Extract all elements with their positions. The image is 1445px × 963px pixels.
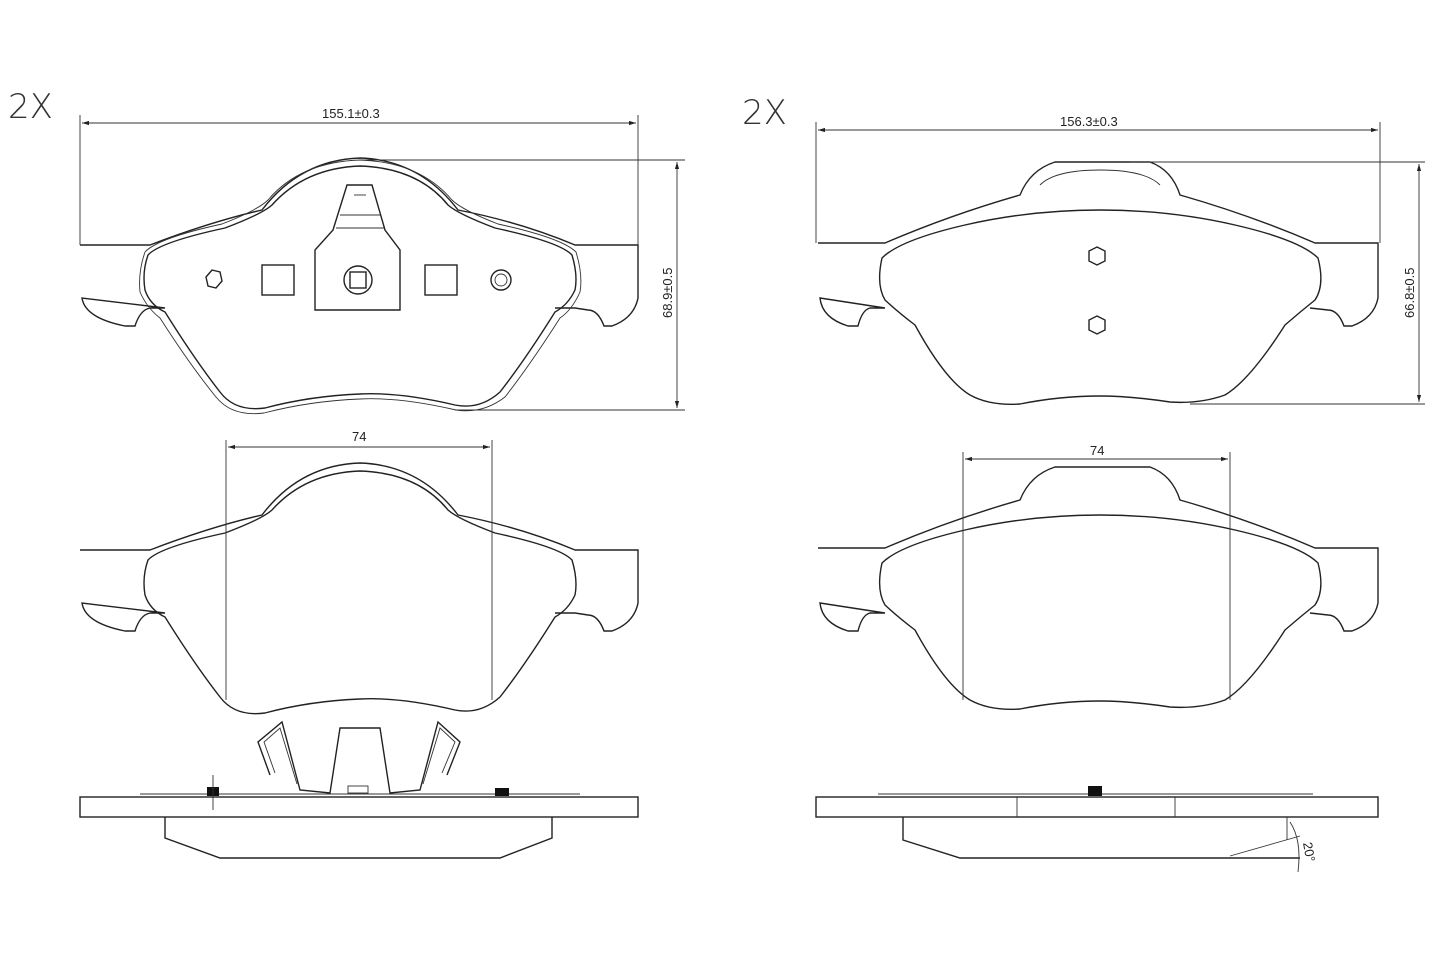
right-pad-side-view: [815, 786, 1379, 873]
left-pad-side-view: [79, 720, 639, 859]
left-pad-rear-view: [79, 462, 639, 715]
right-angle-dimension: 20°: [1300, 841, 1318, 863]
left-width-dimension: 155.1±0.3: [322, 106, 380, 121]
left-wear-dimension: 74: [352, 429, 366, 444]
right-height-dimension: 66.8±0.5: [1402, 267, 1417, 318]
right-quantity-label: 2X: [742, 93, 787, 133]
left-pad-front-view: [79, 157, 639, 415]
right-pad-rear-view: [817, 466, 1379, 711]
left-quantity-label: 2X: [8, 87, 53, 127]
right-pad-front-view: [817, 161, 1379, 406]
left-height-dimension: 68.9±0.5: [660, 267, 675, 318]
right-width-dimension: 156.3±0.3: [1060, 114, 1118, 129]
right-wear-dimension: 74: [1090, 443, 1104, 458]
